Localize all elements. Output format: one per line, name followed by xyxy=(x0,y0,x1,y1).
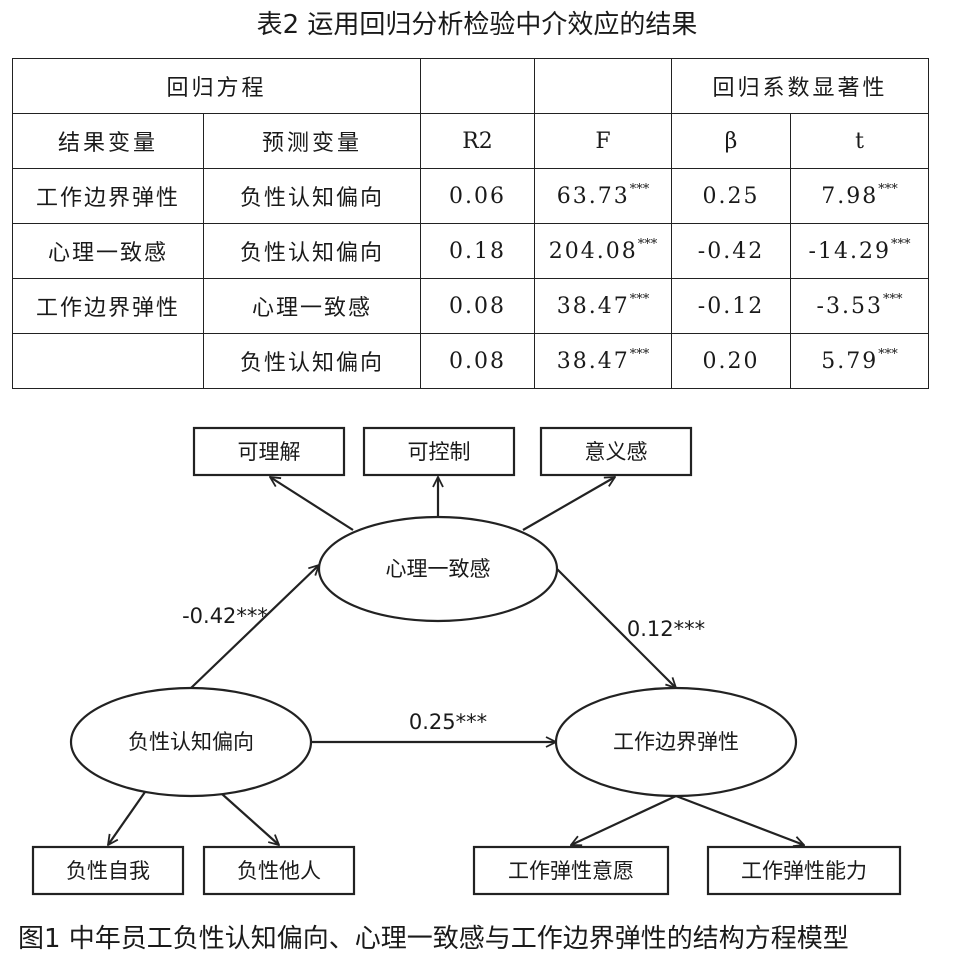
cell-predictor: 负性认知偏向 xyxy=(203,168,421,224)
arrow-boundary-willingness xyxy=(571,795,677,845)
table-header-row-1: 回归方程 回归系数显著性 xyxy=(12,58,929,114)
header-beta: β xyxy=(671,113,791,169)
cell-beta: 0.20 xyxy=(671,333,791,389)
cell-outcome: 工作边界弹性 xyxy=(12,168,204,224)
cell-r2: 0.18 xyxy=(420,223,535,279)
indicator-box-meaningfulness xyxy=(539,426,693,477)
cell-f: 204.08*** xyxy=(534,223,672,279)
cell-outcome: 心理一致感 xyxy=(12,223,204,279)
cell-t-value: -3.53 xyxy=(816,293,883,319)
cell-t-value: -14.29 xyxy=(808,238,891,264)
arrow-bias-to-coherence xyxy=(190,565,319,689)
table-row: 工作边界弹性 心理一致感 0.08 38.47*** -0.12 -3.53**… xyxy=(12,278,929,334)
header-empty-f xyxy=(534,58,672,114)
table-row: 心理一致感 负性认知偏向 0.18 204.08*** -0.42 -14.29… xyxy=(12,223,929,279)
indicator-label-negative-self: 负性自我 xyxy=(66,859,150,883)
table-header-row-2: 结果变量 预测变量 R2 F β t xyxy=(12,113,929,169)
cell-predictor: 负性认知偏向 xyxy=(203,333,421,389)
cell-t-sig: *** xyxy=(890,236,911,252)
cell-predictor: 负性认知偏向 xyxy=(203,223,421,279)
cell-predictor: 心理一致感 xyxy=(203,278,421,334)
header-regression-equation: 回归方程 xyxy=(12,58,421,114)
indicator-box-flex-willingness xyxy=(472,845,670,896)
header-r2: R2 xyxy=(420,113,535,169)
cell-beta: -0.42 xyxy=(671,223,791,279)
header-f: F xyxy=(534,113,672,169)
header-predictor: 预测变量 xyxy=(203,113,421,169)
indicator-box-manageability xyxy=(362,426,516,477)
cell-t-value: 5.79 xyxy=(821,348,879,374)
indicator-label-flex-willingness: 工作弹性意愿 xyxy=(508,859,634,883)
table-title: 表2 运用回归分析检验中介效应的结果 xyxy=(256,10,698,40)
header-coefficient-significance: 回归系数显著性 xyxy=(671,58,929,114)
cell-r2: 0.06 xyxy=(420,168,535,224)
header-outcome: 结果变量 xyxy=(12,113,204,169)
cell-f-value: 63.73 xyxy=(556,183,630,209)
indicator-label-comprehensibility: 可理解 xyxy=(238,440,301,464)
figure-caption: 图1 中年员工负性认知偏向、心理一致感与工作边界弹性的结构方程模型 xyxy=(18,924,849,954)
path-label-coherence-to-boundary: 0.12*** xyxy=(627,617,705,641)
cell-beta: -0.12 xyxy=(671,278,791,334)
indicator-box-comprehensibility xyxy=(192,426,346,477)
cell-t-sig: *** xyxy=(878,181,898,197)
latent-label-boundary: 工作边界弹性 xyxy=(613,730,739,754)
arrow-coherence-comprehensibility xyxy=(270,477,354,531)
regression-table: 回归方程 回归系数显著性 结果变量 预测变量 R2 F β t 工作边界弹性 负… xyxy=(12,58,929,389)
path-label-bias-to-boundary: 0.25*** xyxy=(409,710,487,734)
table-row: 工作边界弹性 负性认知偏向 0.06 63.73*** 0.25 7.98*** xyxy=(12,168,929,224)
cell-outcome: 工作边界弹性 xyxy=(12,278,204,334)
cell-t: 7.98*** xyxy=(790,168,929,224)
indicator-box-flex-ability xyxy=(706,845,902,896)
arrow-coherence-to-boundary xyxy=(556,568,676,688)
table-row: 负性认知偏向 0.08 38.47*** 0.20 5.79*** xyxy=(12,333,929,389)
cell-f-value: 38.47 xyxy=(556,293,630,319)
cell-f-value: 204.08 xyxy=(548,238,638,264)
indicator-label-negative-others: 负性他人 xyxy=(237,859,321,883)
latent-label-coherence: 心理一致感 xyxy=(386,557,491,581)
arrow-bias-negative-others xyxy=(221,793,279,845)
indicator-label-manageability: 可控制 xyxy=(408,440,471,464)
cell-f-value: 38.47 xyxy=(556,348,630,374)
cell-outcome xyxy=(12,333,204,389)
indicator-box-negative-self xyxy=(31,845,185,896)
cell-t-sig: *** xyxy=(878,346,898,362)
arrow-boundary-ability xyxy=(675,794,804,845)
cell-f-sig: *** xyxy=(637,236,658,252)
cell-f: 38.47*** xyxy=(534,278,672,334)
arrow-bias-negative-self xyxy=(108,791,146,845)
cell-f-sig: *** xyxy=(629,346,650,362)
arrow-coherence-meaningfulness xyxy=(522,477,615,531)
cell-t-sig: *** xyxy=(882,291,903,307)
cell-f-sig: *** xyxy=(629,291,650,307)
cell-r2: 0.08 xyxy=(420,278,535,334)
indicator-label-meaningfulness: 意义感 xyxy=(585,440,648,464)
indicator-label-flex-ability: 工作弹性能力 xyxy=(741,859,867,883)
latent-label-negative-bias: 负性认知偏向 xyxy=(128,730,254,754)
cell-t: 5.79*** xyxy=(790,333,929,389)
path-label-bias-to-coherence: -0.42*** xyxy=(182,604,268,628)
cell-t-value: 7.98 xyxy=(821,183,879,209)
indicator-box-negative-others xyxy=(202,845,356,896)
cell-f-sig: *** xyxy=(629,181,650,197)
cell-beta: 0.25 xyxy=(671,168,791,224)
cell-t: -3.53*** xyxy=(790,278,929,334)
cell-r2: 0.08 xyxy=(420,333,535,389)
cell-f: 38.47*** xyxy=(534,333,672,389)
